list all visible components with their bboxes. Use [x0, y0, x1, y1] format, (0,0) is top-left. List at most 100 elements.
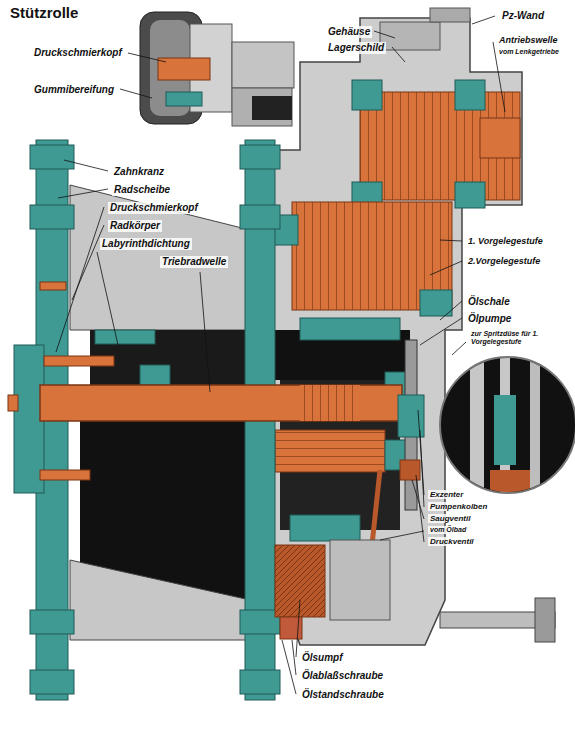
oil-sump [275, 515, 390, 639]
leader-line-part [97, 252, 118, 345]
drive-sprocket-part [40, 470, 90, 480]
support-roller-inset [140, 12, 294, 126]
leader-line-part [392, 47, 405, 62]
part-label: 1. Vorgelegestufe [466, 236, 545, 246]
null-part-part [470, 355, 484, 495]
part-label: Radkörper [108, 220, 162, 232]
oil-pump-part [372, 470, 380, 545]
inset-title: Stützrolle [8, 4, 80, 21]
support-roller-inset-part [252, 96, 292, 120]
leader-line-part [374, 31, 395, 38]
part-label: Pz-Wand [500, 10, 546, 22]
part-label: Ölpumpe [466, 313, 513, 325]
pump-detail-circle [440, 355, 575, 495]
leader-line-part [296, 600, 300, 657]
drive-sprocket-part [30, 205, 74, 229]
leader-line-part [292, 640, 296, 675]
drive-sprocket-part [30, 670, 74, 694]
leader-line-part [200, 272, 210, 392]
part-label: vom Lenkgetriebe [497, 48, 561, 56]
part-label: Ölablaßschraube [300, 670, 385, 682]
gears-part [360, 92, 520, 200]
part-label: Zahnkranz [112, 166, 166, 178]
part-label: Antriebswelle [497, 35, 560, 45]
gears-part [420, 290, 452, 316]
leader-line-part [380, 531, 424, 540]
leader-line-part [420, 430, 424, 507]
leader-line [56, 16, 505, 694]
housing [255, 8, 522, 645]
support-roller-inset-part [232, 88, 292, 126]
leader-line-part [440, 240, 462, 241]
leader-line-part [64, 160, 108, 171]
housing-part [430, 8, 470, 22]
drive-sprocket-part [95, 330, 155, 344]
part-label: zur Spritzdüse für 1. Vorgelegestufe [469, 330, 571, 346]
flange-bolt-part [535, 598, 555, 642]
drive-sprocket-part [70, 185, 262, 330]
oil-sump-part [275, 545, 325, 617]
part-label: Pumpenkolben [428, 502, 489, 511]
leader-line-part [412, 480, 424, 519]
leader-line-part [430, 261, 462, 275]
gears-part [352, 80, 382, 110]
part-label: Ölschale [466, 296, 512, 308]
part-label: Saugventil [428, 514, 472, 523]
gears-part [455, 80, 485, 110]
part-label: Triebradwelle [160, 256, 228, 268]
part-label: Labyrinthdichtung [100, 238, 192, 250]
drive-sprocket-part [8, 395, 18, 411]
part-label: Druckschmierkopf [32, 47, 124, 59]
drive-sprocket-part [40, 282, 66, 290]
leader-line-part [440, 301, 462, 320]
drive-sprocket-part [240, 670, 280, 694]
part-label: Druckschmierkopf [108, 202, 200, 214]
part-label: Lagerschild [326, 42, 386, 54]
part-label: vom Ölbad [428, 526, 468, 534]
oil-sump-part [290, 515, 360, 541]
leader-line-part [282, 640, 296, 694]
null-part-part [530, 355, 540, 495]
support-roller-inset-part [158, 58, 210, 80]
support-roller-inset-part [232, 42, 294, 88]
leader-line-part [452, 342, 466, 355]
leader-line-part [128, 53, 166, 62]
drive-sprocket-part [240, 205, 280, 229]
leader-line-part [420, 318, 462, 345]
part-label: Ölsumpf [300, 652, 345, 664]
part-label: Gehäuse [326, 26, 372, 38]
part-label: Druckventil [428, 537, 476, 546]
drive-sprocket-part [30, 610, 74, 634]
drive-sprocket-part [40, 385, 402, 421]
null-part-part [494, 395, 516, 465]
oil-sump-part [330, 540, 390, 620]
part-label: 2.Vorgelegestufe [466, 256, 542, 266]
leader-line-part [58, 189, 108, 198]
leader-line-part [416, 475, 424, 542]
gears-part [480, 118, 520, 158]
leader-line-part [56, 207, 104, 352]
drive-sprocket-part [300, 385, 360, 421]
flange-bolt [440, 598, 555, 642]
leader-line-part [472, 16, 495, 24]
drive-sprocket-part [70, 520, 262, 640]
drive-sprocket-part [240, 145, 280, 169]
drive-sprocket-part [30, 145, 74, 169]
drive-sprocket-part [240, 610, 280, 634]
drive-sprocket-part [140, 365, 170, 385]
gears-part [300, 318, 400, 340]
drive-sprocket-part [44, 356, 114, 366]
null-part-part [490, 470, 530, 495]
null-part [470, 355, 540, 495]
gears-part [455, 182, 485, 208]
oil-pump [372, 340, 424, 545]
oil-pump-part [400, 460, 420, 480]
drive-sprocket [8, 140, 402, 700]
support-roller-inset-part [166, 92, 202, 106]
part-label: Radscheibe [112, 184, 172, 196]
part-label: Gummibereifung [32, 84, 116, 96]
gears-part [275, 430, 385, 472]
part-label: Ölstandschraube [300, 689, 386, 701]
